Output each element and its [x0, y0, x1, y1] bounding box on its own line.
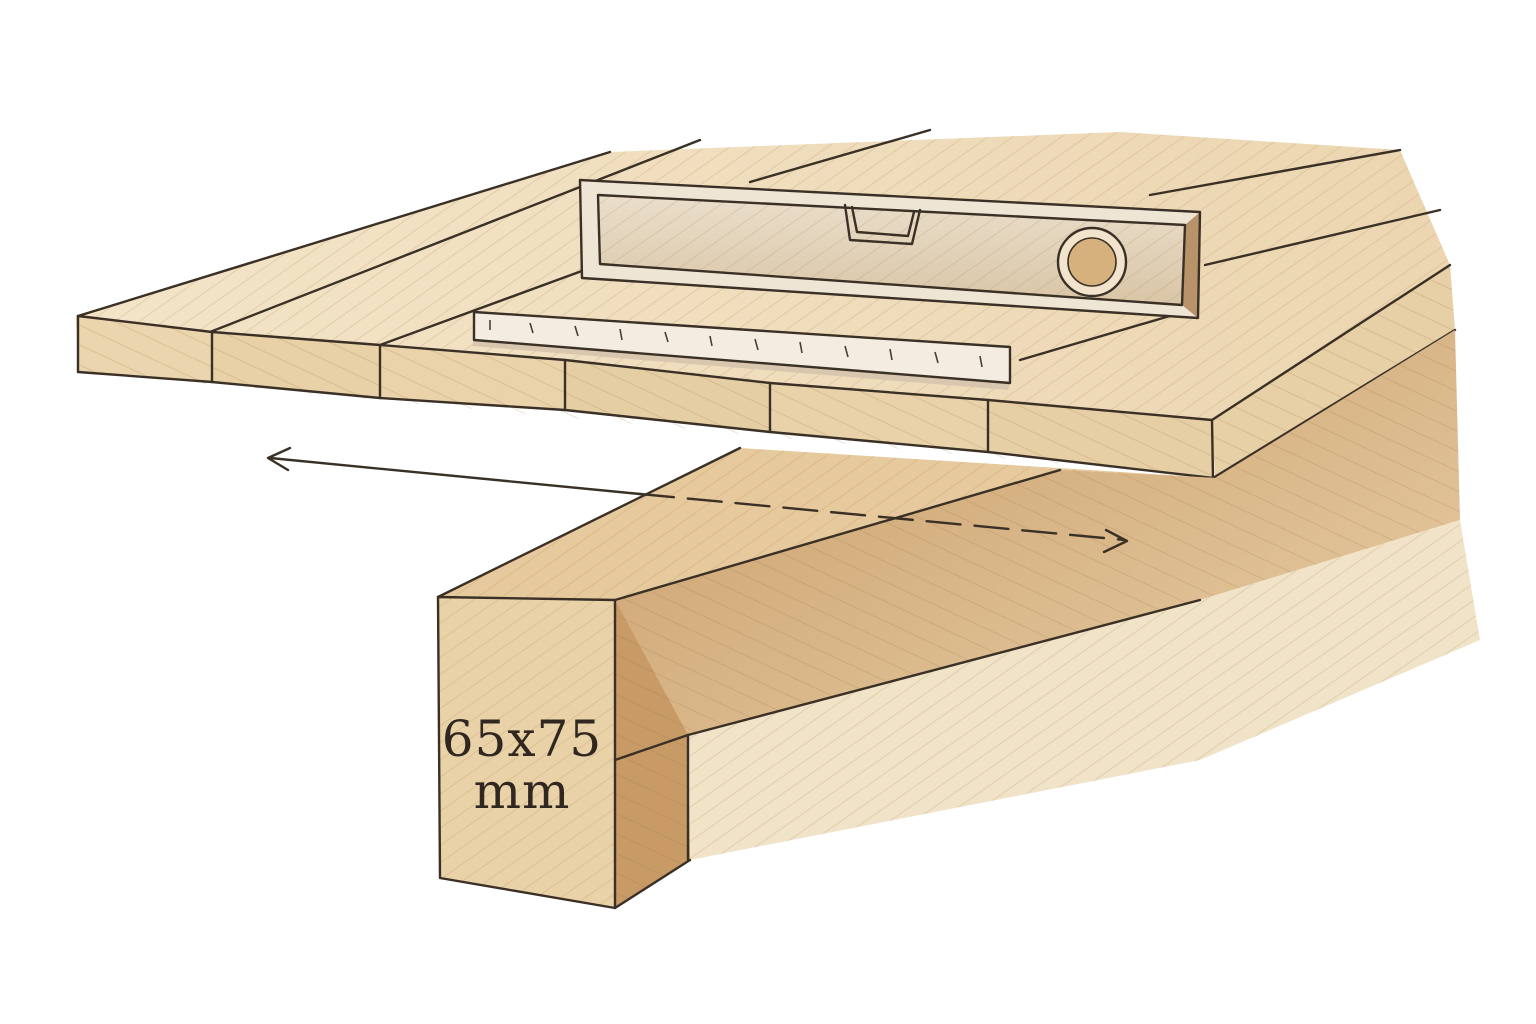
- joist-beam: 65x75 mm: [436, 330, 1480, 910]
- level-vial-top: [843, 203, 922, 246]
- floor-deck: [76, 128, 1457, 480]
- ruler-markings: [489, 320, 983, 368]
- spirit-level-icon[interactable]: [578, 178, 1202, 320]
- beam-size-label-line1: 65x75: [442, 710, 602, 768]
- beam-size-label-line2: mm: [474, 762, 571, 820]
- ruler-icon: [472, 310, 1012, 390]
- double-arrow-icon: [266, 446, 1129, 554]
- level-vial-round: [1056, 226, 1128, 298]
